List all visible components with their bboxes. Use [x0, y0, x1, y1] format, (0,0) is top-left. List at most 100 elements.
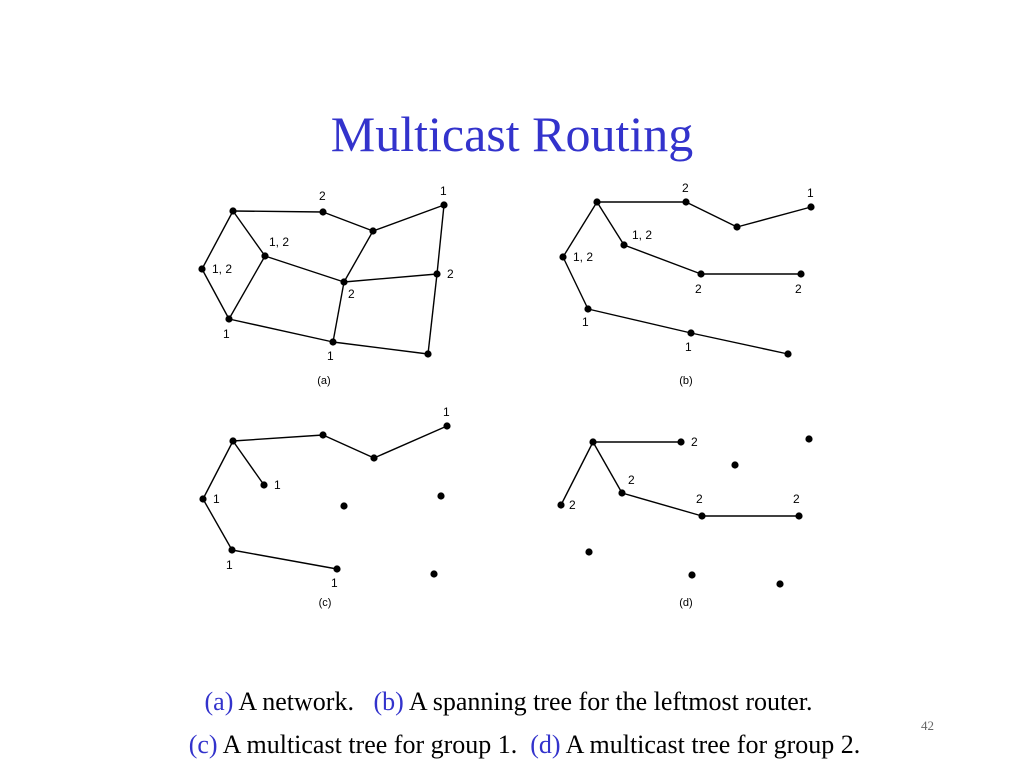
node-label-b-B: 2 [682, 181, 689, 195]
router-node-a-B [319, 208, 327, 216]
edge-c-A-B [232, 434, 324, 442]
router-node-a-H [433, 270, 441, 278]
caption-tag-a: (a) [204, 687, 234, 716]
edge-c-A-F [202, 440, 234, 500]
router-node-b-A [593, 198, 601, 206]
edge-c-F-I [202, 498, 233, 551]
router-node-d-I [585, 548, 593, 556]
node-label-a-J: 1 [327, 349, 334, 363]
caption-tag-b: (b) [373, 687, 404, 716]
edge-a-J-K [332, 341, 429, 355]
node-label-a-H: 2 [447, 267, 454, 281]
node-label-b-F: 1, 2 [573, 250, 593, 264]
slide-title: Multicast Routing [330, 106, 694, 162]
router-node-c-D [443, 422, 451, 430]
node-label-d-B: 2 [691, 435, 698, 449]
edge-a-A-E [232, 210, 266, 257]
router-node-b-G [697, 270, 705, 278]
node-label-d-F: 2 [569, 498, 576, 512]
caption-tag-c: (c) [188, 730, 218, 759]
edge-a-H-K [427, 273, 438, 355]
node-label-a-E: 1, 2 [269, 235, 289, 249]
panel-d: 2 2 2 2 2 (d) [557, 435, 813, 609]
edge-a-G-H [343, 273, 438, 283]
router-node-a-G [340, 278, 348, 286]
router-node-d-C [731, 461, 739, 469]
edge-c-C-D [373, 425, 448, 459]
node-label-b-E: 1, 2 [632, 228, 652, 242]
node-label-c-F: 1 [213, 492, 220, 506]
node-label-a-I: 1 [223, 327, 230, 341]
router-node-c-K [430, 570, 438, 578]
edge-a-E-I [228, 255, 266, 320]
node-label-a-G: 2 [348, 287, 355, 301]
caption-text-d: A multicast tree for group 2. [560, 730, 861, 759]
node-label-b-J: 1 [685, 340, 692, 354]
router-node-c-I [228, 546, 236, 554]
slide-number: 42 [921, 718, 934, 733]
router-node-d-G [698, 512, 706, 520]
edge-b-A-F [562, 201, 598, 258]
edge-c-B-C [322, 434, 375, 459]
edge-d-A-E [592, 441, 623, 494]
panel-label-a: (a) [317, 375, 330, 387]
edge-b-F-I [562, 256, 589, 310]
router-node-d-J [688, 571, 696, 579]
router-node-b-H [797, 270, 805, 278]
caption-text-b: A spanning tree for the leftmost router. [403, 687, 813, 716]
node-label-b-I: 1 [582, 315, 589, 329]
node-label-d-H: 2 [793, 492, 800, 506]
node-label-c-J: 1 [331, 576, 338, 590]
router-node-a-J [329, 338, 337, 346]
edge-a-I-J [228, 318, 334, 343]
caption-text-a: A network. [233, 687, 374, 716]
edge-c-I-J [231, 549, 338, 570]
edge-a-E-G [264, 255, 345, 283]
router-node-d-F [557, 501, 565, 509]
edge-b-E-G [623, 244, 702, 275]
edge-a-D-H [436, 204, 445, 275]
router-node-a-A [229, 207, 237, 215]
router-node-a-E [261, 252, 269, 260]
router-node-b-I [584, 305, 592, 313]
router-node-b-E [620, 241, 628, 249]
edge-a-A-B [232, 210, 324, 213]
edge-a-F-I [201, 268, 230, 320]
node-label-b-D: 1 [807, 186, 814, 200]
node-label-c-D: 1 [443, 405, 450, 419]
panel-label-b: (b) [679, 375, 692, 387]
router-node-c-F [199, 495, 207, 503]
router-node-a-F [198, 265, 206, 273]
router-node-d-D [805, 435, 813, 443]
node-label-a-D: 1 [440, 184, 447, 198]
node-label-c-I: 1 [226, 558, 233, 572]
edge-a-B-C [322, 211, 374, 232]
router-node-c-H [437, 492, 445, 500]
caption-line-1: (a) A network. (b) A spanning tree for t… [0, 654, 1014, 718]
router-node-c-E [260, 481, 268, 489]
router-node-b-F [559, 253, 567, 261]
node-label-a-F: 1, 2 [212, 262, 232, 276]
edge-a-C-D [372, 204, 445, 232]
edge-a-G-J [332, 281, 345, 343]
router-node-b-B [682, 198, 690, 206]
edge-b-B-C [685, 201, 738, 228]
router-node-c-J [333, 565, 341, 573]
router-node-b-K [784, 350, 792, 358]
router-node-d-A [589, 438, 597, 446]
edge-b-I-J [587, 308, 692, 334]
caption-text-c: A multicast tree for group 1. [217, 730, 531, 759]
router-node-a-D [440, 201, 448, 209]
router-node-b-C [733, 223, 741, 231]
node-label-d-E: 2 [628, 473, 635, 487]
router-node-d-K [776, 580, 784, 588]
router-node-a-I [225, 315, 233, 323]
edge-b-A-E [596, 201, 625, 246]
router-node-d-B [677, 438, 685, 446]
panel-label-d: (d) [679, 597, 692, 609]
edge-a-A-F [201, 210, 234, 270]
node-label-d-G: 2 [696, 492, 703, 506]
